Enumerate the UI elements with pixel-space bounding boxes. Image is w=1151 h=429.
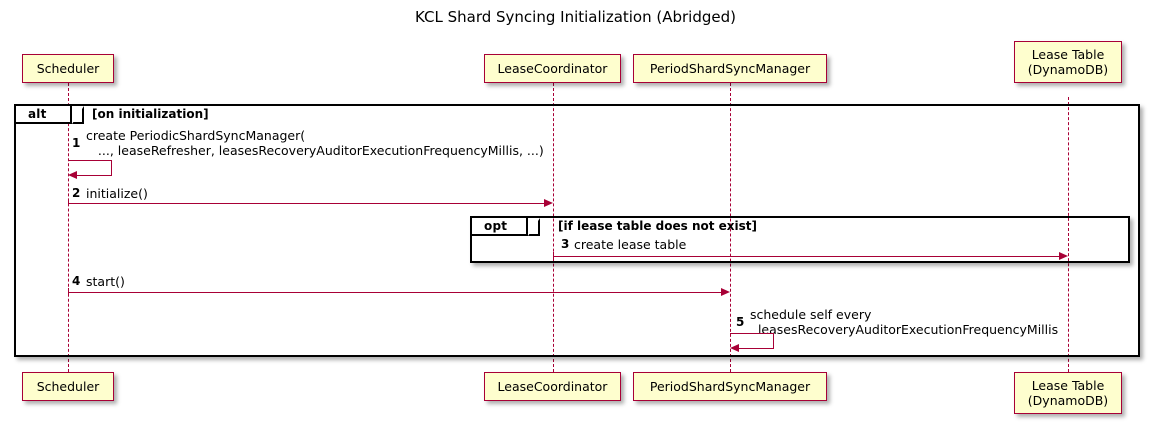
participant-label: Scheduler (36, 61, 100, 76)
participant-label: PeriodShardSyncManager (649, 379, 811, 394)
alt-frame-condition: [on initialization] (92, 107, 209, 121)
message-5-self-bottom (739, 348, 774, 349)
message-3-number: 3 (561, 237, 570, 251)
message-5-arrowhead (730, 344, 739, 352)
participant-label: Scheduler (36, 379, 100, 394)
message-4-source-tick (68, 288, 69, 295)
alt-frame (14, 104, 1140, 357)
message-1-self-top (68, 160, 112, 161)
diagram-title: KCL Shard Syncing Initialization (Abridg… (415, 8, 736, 26)
message-1-number: 1 (72, 136, 81, 150)
message-4-text: start() (86, 274, 125, 289)
message-4-arrowhead (721, 288, 730, 296)
message-5-text: schedule self every leasesRecoveryAudito… (750, 307, 1059, 337)
opt-frame-tab-label: opt (484, 219, 508, 233)
message-1-self-bottom (77, 175, 112, 176)
alt-frame-tab: alt (16, 106, 72, 124)
alt-frame-tab-corner-inner (72, 106, 82, 122)
participant-label: Lease Table (DynamoDB) (1027, 378, 1109, 408)
opt-frame-tab-corner-inner (528, 218, 538, 234)
participant-label: Lease Table (DynamoDB) (1027, 47, 1109, 77)
participant-lease-table-top[interactable]: Lease Table (DynamoDB) (1014, 41, 1122, 83)
participant-period-shard-sync-manager-top[interactable]: PeriodShardSyncManager (633, 54, 827, 83)
participant-scheduler-top[interactable]: Scheduler (22, 54, 114, 83)
message-2-arrowhead (544, 199, 553, 207)
participant-lease-coordinator-top[interactable]: LeaseCoordinator (484, 54, 621, 83)
opt-frame-tab: opt (472, 218, 528, 236)
participant-label: LeaseCoordinator (497, 379, 608, 394)
message-4-line (68, 292, 721, 293)
message-3-text: create lease table (574, 237, 687, 252)
lifeline-scheduler (68, 83, 69, 372)
message-2-line (68, 203, 544, 204)
participant-lease-coordinator-bottom[interactable]: LeaseCoordinator (484, 372, 621, 401)
message-3-arrowhead (1059, 252, 1068, 260)
opt-frame (470, 216, 1130, 263)
message-1-text: create PeriodicShardSyncManager( ..., le… (86, 128, 544, 158)
message-2-text: initialize() (86, 186, 148, 201)
message-5-self-top (730, 333, 774, 334)
participant-label: PeriodShardSyncManager (649, 61, 811, 76)
lifeline-lease-coordinator (553, 83, 554, 372)
participant-period-shard-sync-manager-bottom[interactable]: PeriodShardSyncManager (633, 372, 827, 401)
message-2-number: 2 (72, 186, 81, 200)
lifeline-period-shard-sync-manager (730, 83, 731, 372)
message-1-self-right (111, 160, 112, 176)
opt-frame-condition: [if lease table does not exist] (558, 219, 758, 233)
message-4-number: 4 (72, 274, 81, 288)
lifeline-lease-table (1068, 97, 1069, 372)
participant-scheduler-bottom[interactable]: Scheduler (22, 372, 114, 401)
message-1-arrowhead (68, 171, 77, 179)
message-3-source-tick (553, 252, 554, 259)
message-5-number: 5 (736, 315, 745, 329)
message-5-self-right (773, 333, 774, 349)
message-3-line (553, 256, 1059, 257)
participant-lease-table-bottom[interactable]: Lease Table (DynamoDB) (1014, 372, 1122, 414)
participant-label: LeaseCoordinator (497, 61, 608, 76)
alt-frame-tab-label: alt (28, 107, 47, 121)
message-2-source-tick (68, 199, 69, 206)
